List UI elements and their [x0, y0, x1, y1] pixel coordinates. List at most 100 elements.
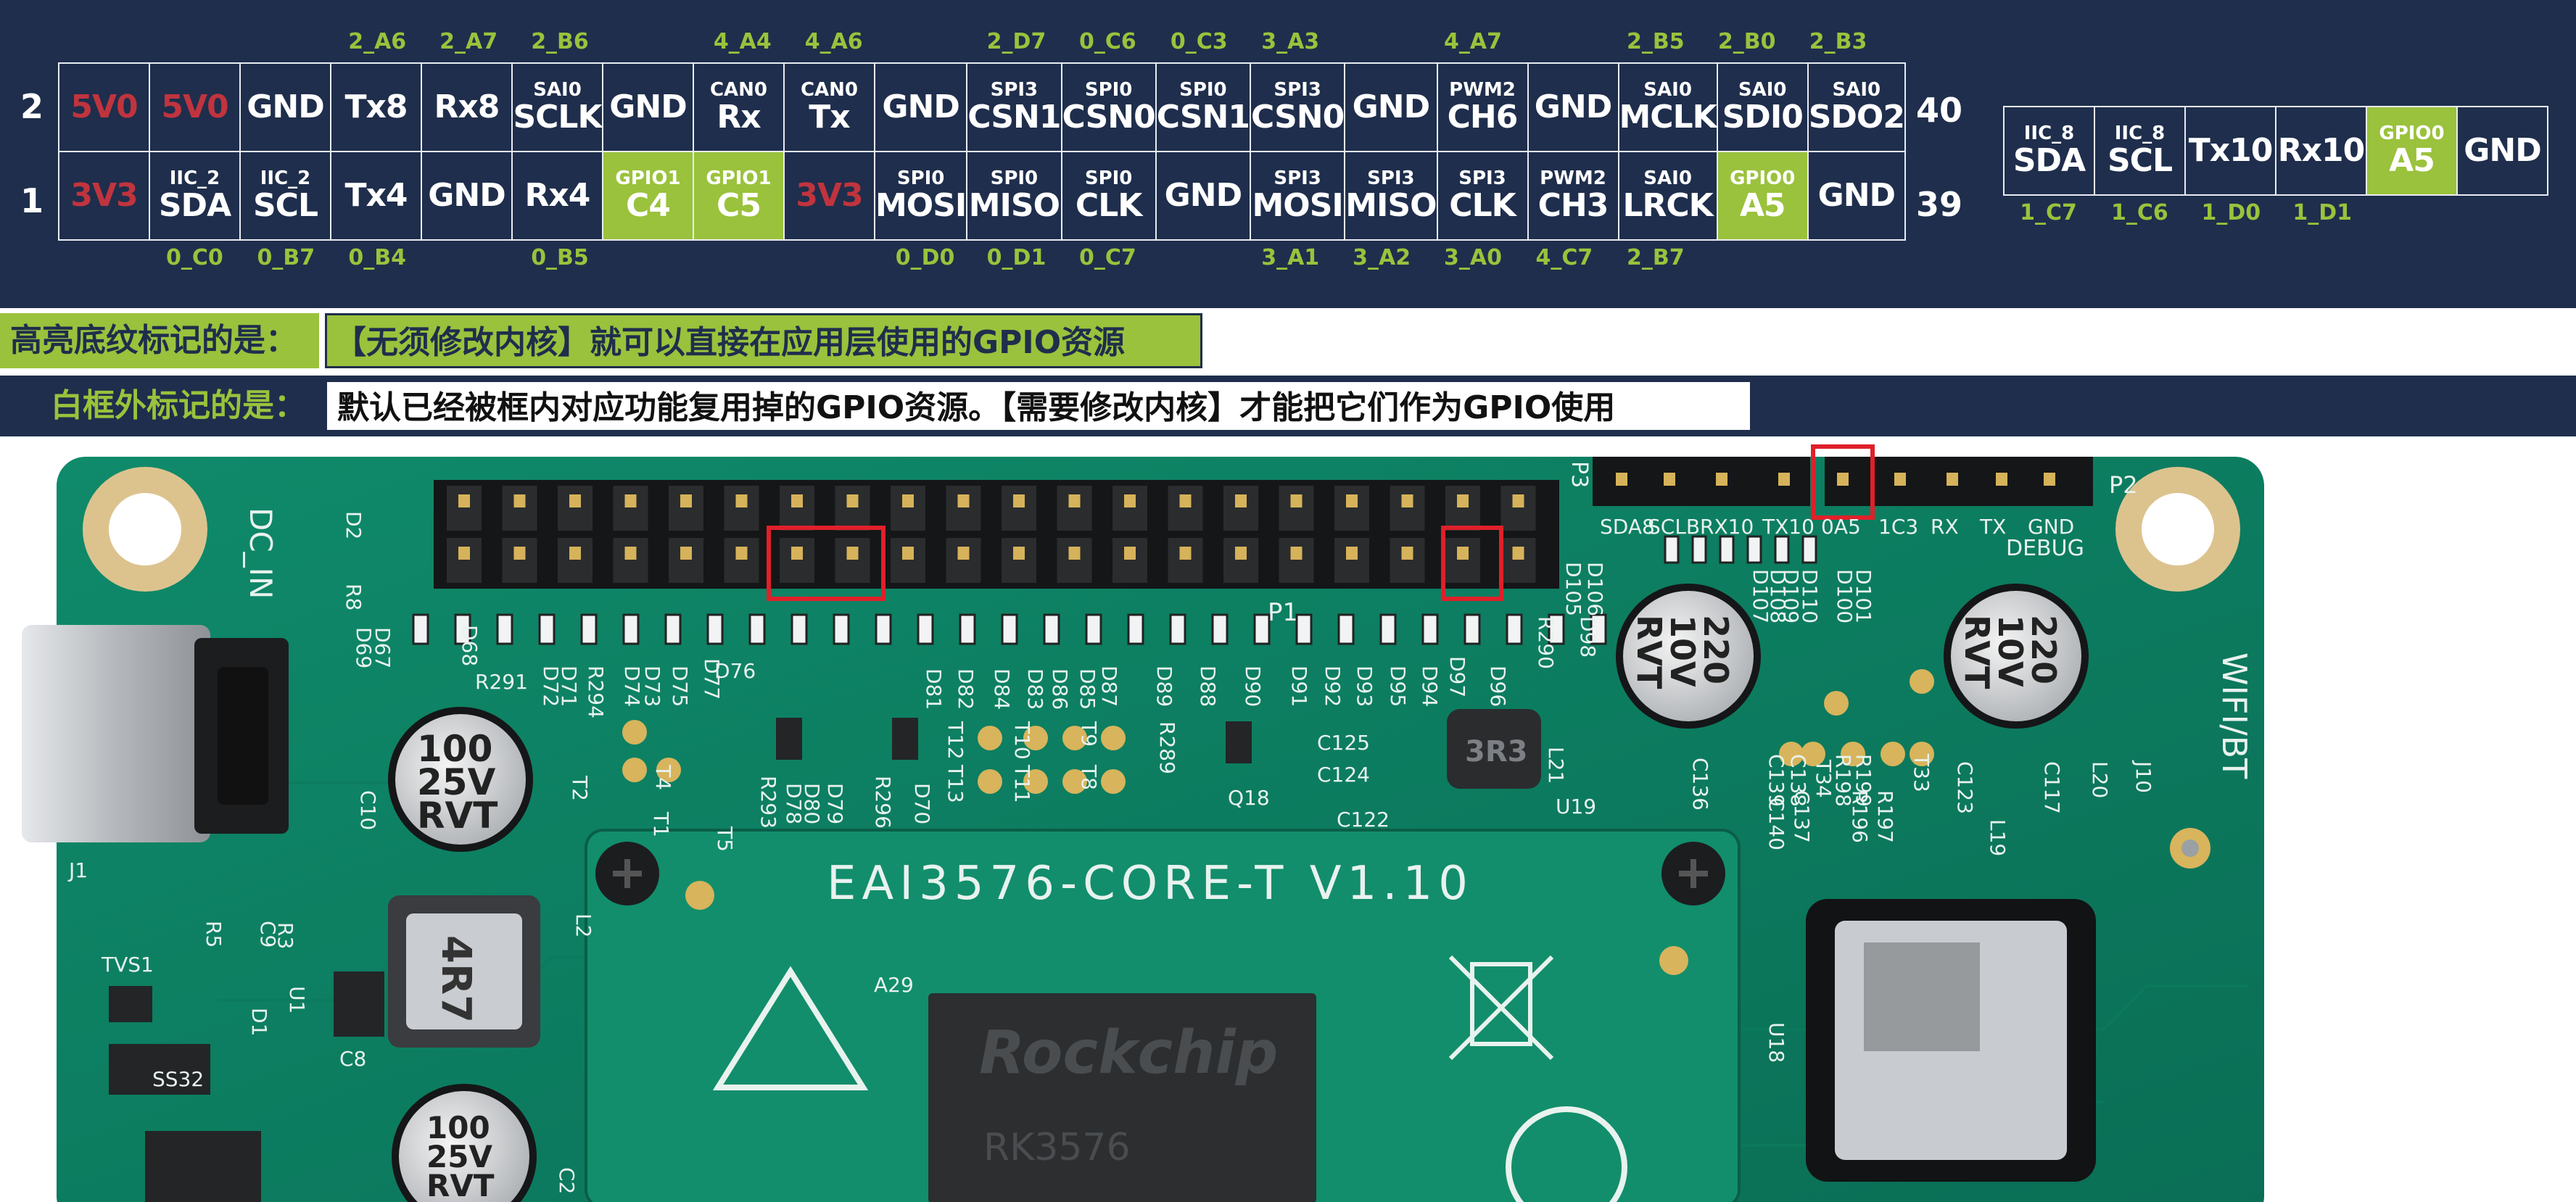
smd-led: [412, 613, 429, 645]
pin-function-group: SPI3: [990, 79, 1039, 101]
pin-signal-name: CH3: [1537, 186, 1609, 224]
silk-label-r291: R291: [475, 670, 528, 694]
silk-label-r294: R294: [584, 666, 608, 718]
smd-led: [538, 613, 556, 645]
pin-signal-name: A5: [1739, 186, 1786, 224]
silk-label-d95: D95: [1386, 666, 1410, 707]
header-pin: [1112, 486, 1147, 531]
capacitor-bottom: 100 25V RVT: [392, 1084, 537, 1202]
silk-label-j10: J10: [2131, 760, 2155, 793]
header-pin-tip: [902, 547, 914, 560]
silk-label-d72: D72: [539, 666, 563, 707]
silk-label-c123: C123: [1953, 761, 1977, 814]
silk-label-j1: J1: [67, 858, 88, 882]
smd-led: [1169, 613, 1186, 645]
gold-test-pad: [1101, 726, 1126, 750]
smd-led: [1691, 535, 1707, 564]
pin-cell: GND: [1155, 151, 1252, 241]
header-pin-tip: [1996, 473, 2007, 486]
alt-gpio-label: 0_C6: [1079, 29, 1136, 54]
smd-led: [1085, 613, 1102, 645]
header-pin-tip: [1235, 494, 1247, 507]
legend-outside-label: 白框外标记的是：: [51, 387, 306, 424]
alt-gpio-label: 0_B7: [257, 245, 315, 270]
header-pin-tip: [1235, 547, 1247, 560]
silk-label-u19: U19: [1556, 795, 1596, 818]
silk-label-t2: T2: [568, 775, 592, 801]
silk-label-d2: D2: [342, 511, 366, 539]
pin-function-group: SAI0: [1832, 79, 1881, 101]
header-pin: [447, 538, 482, 583]
pin-cell: GND: [602, 62, 694, 152]
debug-pin-label: 0A5: [1821, 515, 1861, 539]
silk-label-r196: R196: [1848, 790, 1872, 843]
smd-led: [664, 613, 682, 645]
header-pin-tip: [1068, 547, 1081, 560]
header-pin-tip: [680, 494, 692, 507]
header-pin: [1002, 538, 1036, 583]
row-end-number-40: 40: [1916, 91, 1963, 130]
pin-signal-name: GND: [1534, 88, 1612, 125]
alt-gpio-label: 0_C0: [166, 245, 223, 270]
silk-label-r5: R5: [202, 921, 226, 948]
debug-pin-label: SCLB: [1648, 515, 1700, 539]
silk-label-d97: D97: [1445, 656, 1469, 697]
header-pin: [1002, 486, 1036, 531]
dc-in-label: DC_IN: [243, 507, 278, 599]
debug-pin-label: SDA8: [1600, 515, 1655, 539]
alt-gpio-label: 1_C6: [2111, 200, 2168, 225]
silk-label-c139: C139: [1764, 754, 1788, 807]
row-number-1: 1: [20, 181, 44, 220]
pin-cell: Tx10: [2184, 106, 2276, 196]
header-pin-tip: [1457, 547, 1469, 560]
gold-test-pad: [1023, 769, 1048, 794]
silk-label-d76: D76: [714, 659, 756, 683]
pin-cell: GND: [873, 62, 968, 152]
alt-gpio-label: 3_A3: [1261, 29, 1320, 54]
silk-label-t11: T11: [1010, 764, 1034, 803]
header-pin-tip: [791, 494, 803, 507]
pin-signal-name: Tx: [809, 98, 850, 136]
smd-led: [1801, 535, 1817, 564]
capacitor-right: 220 10V RVT: [1944, 584, 2089, 729]
gold-test-pad: [1101, 769, 1126, 794]
smd-led: [1774, 535, 1790, 564]
alt-gpio-label: 0_C3: [1170, 29, 1228, 54]
pin-signal-name: MCLK: [1619, 98, 1717, 136]
smd-led: [1379, 613, 1397, 645]
pin-signal-name: CLK: [1075, 186, 1142, 224]
header-pin-tip: [1512, 494, 1524, 507]
alt-gpio-label: 2_B6: [531, 29, 589, 54]
pin-signal-name: GND: [2464, 131, 2541, 169]
silk-label-c9: C9: [256, 921, 280, 948]
alt-gpio-label: 2_B0: [1717, 29, 1776, 54]
header-pin: [1057, 486, 1092, 531]
header-pin-tip: [1290, 547, 1303, 560]
svg-text:4R7: 4R7: [432, 935, 479, 1023]
pin-cell-content: Tx4: [331, 152, 421, 239]
header-pin-tip: [1457, 494, 1469, 507]
header-pin-tip: [1401, 494, 1413, 507]
svg-text:RVT: RVT: [1957, 615, 1997, 689]
header-pin-tip: [735, 494, 748, 507]
smd-led: [833, 613, 850, 645]
header-pin: [1168, 538, 1203, 583]
pin-signal-name: Rx4: [524, 176, 591, 214]
pin-signal-name: SCL: [252, 186, 318, 224]
silk-label-d84: D84: [990, 668, 1014, 710]
silk-label-d87: D87: [1097, 666, 1121, 707]
header-pin: [447, 486, 482, 531]
header-pin: [558, 486, 593, 531]
svg-text:10V: 10V: [1663, 615, 1702, 687]
pin-cell-content: GND: [875, 64, 966, 151]
